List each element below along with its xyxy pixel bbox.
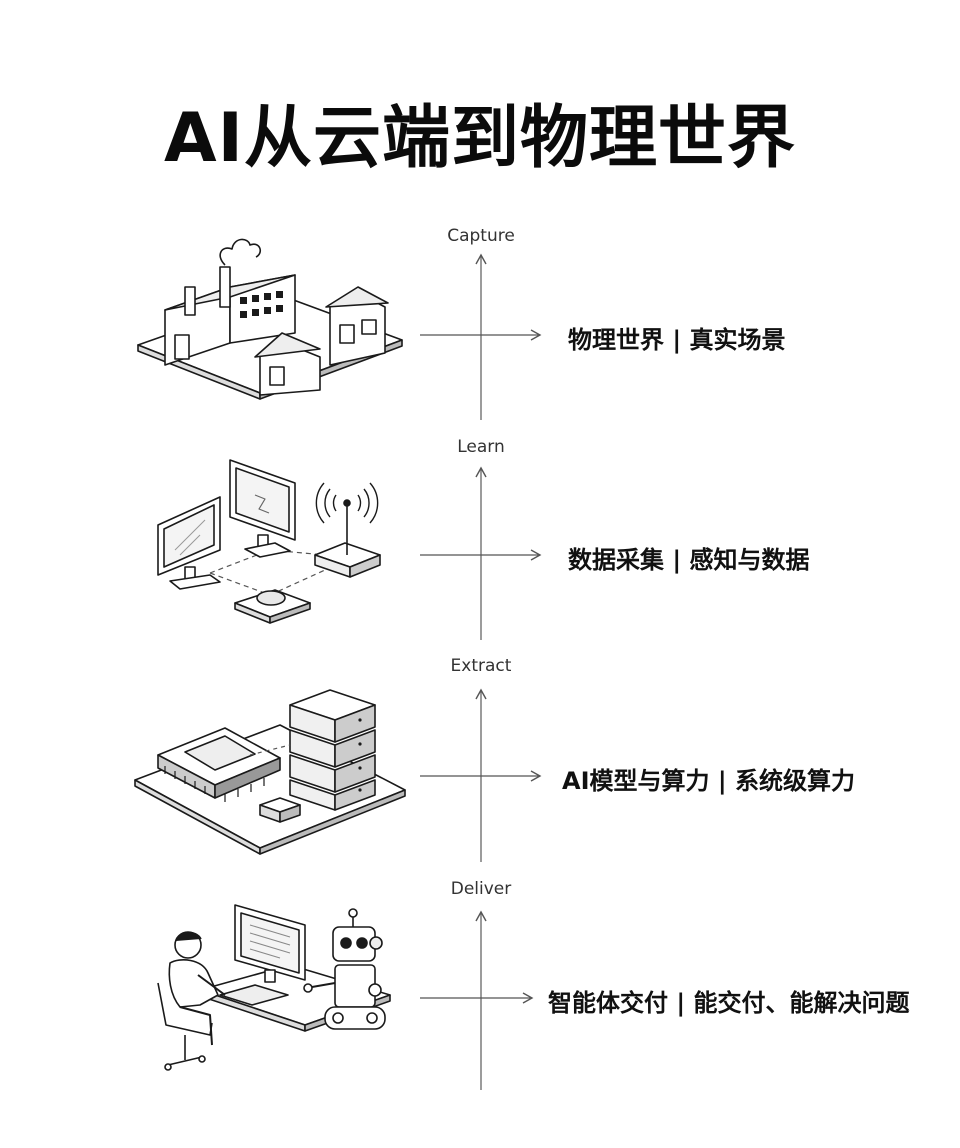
sensor-network-icon [157, 459, 381, 624]
page-title: AI从云端到物理世界 [164, 99, 796, 178]
factory-icon [137, 238, 403, 400]
chip-server-icon [134, 689, 406, 855]
step-label-capture: Capture [447, 226, 515, 246]
stage-label-agent-delivery: 智能体交付 | 能交付、能解决问题 [548, 989, 910, 1017]
step-label-extract: Extract [450, 656, 512, 676]
step-label-learn: Learn [457, 437, 505, 457]
person-robot-icon [157, 904, 391, 1071]
step-label-deliver: Deliver [450, 879, 512, 899]
stage-label-data-collection: 数据采集 | 感知与数据 [568, 546, 810, 574]
stage-label-physical-world: 物理世界 | 真实场景 [568, 326, 786, 354]
stage-label-ai-compute: AI模型与算力 | 系统级算力 [562, 767, 855, 795]
